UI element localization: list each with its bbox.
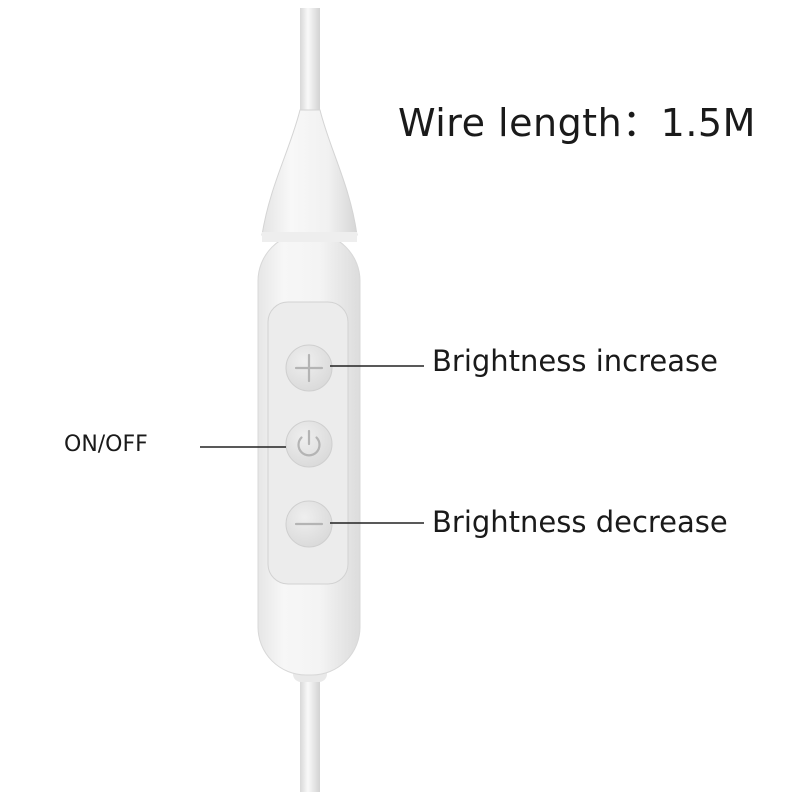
brightness-decrease-label: Brightness decrease	[432, 505, 728, 539]
power-icon	[297, 429, 321, 457]
controller-cone	[261, 109, 358, 236]
top-wire	[300, 8, 320, 118]
wire-length-title: Wire length：1.5M	[398, 101, 756, 145]
power-button[interactable]	[285, 420, 333, 468]
plus-icon	[294, 353, 324, 383]
on-off-label: ON/OFF	[64, 432, 148, 457]
controller-top-band	[262, 232, 357, 242]
minus-button[interactable]	[285, 500, 333, 548]
plus-button[interactable]	[285, 344, 333, 392]
bottom-wire	[300, 660, 320, 792]
brightness-increase-label: Brightness increase	[432, 344, 718, 378]
